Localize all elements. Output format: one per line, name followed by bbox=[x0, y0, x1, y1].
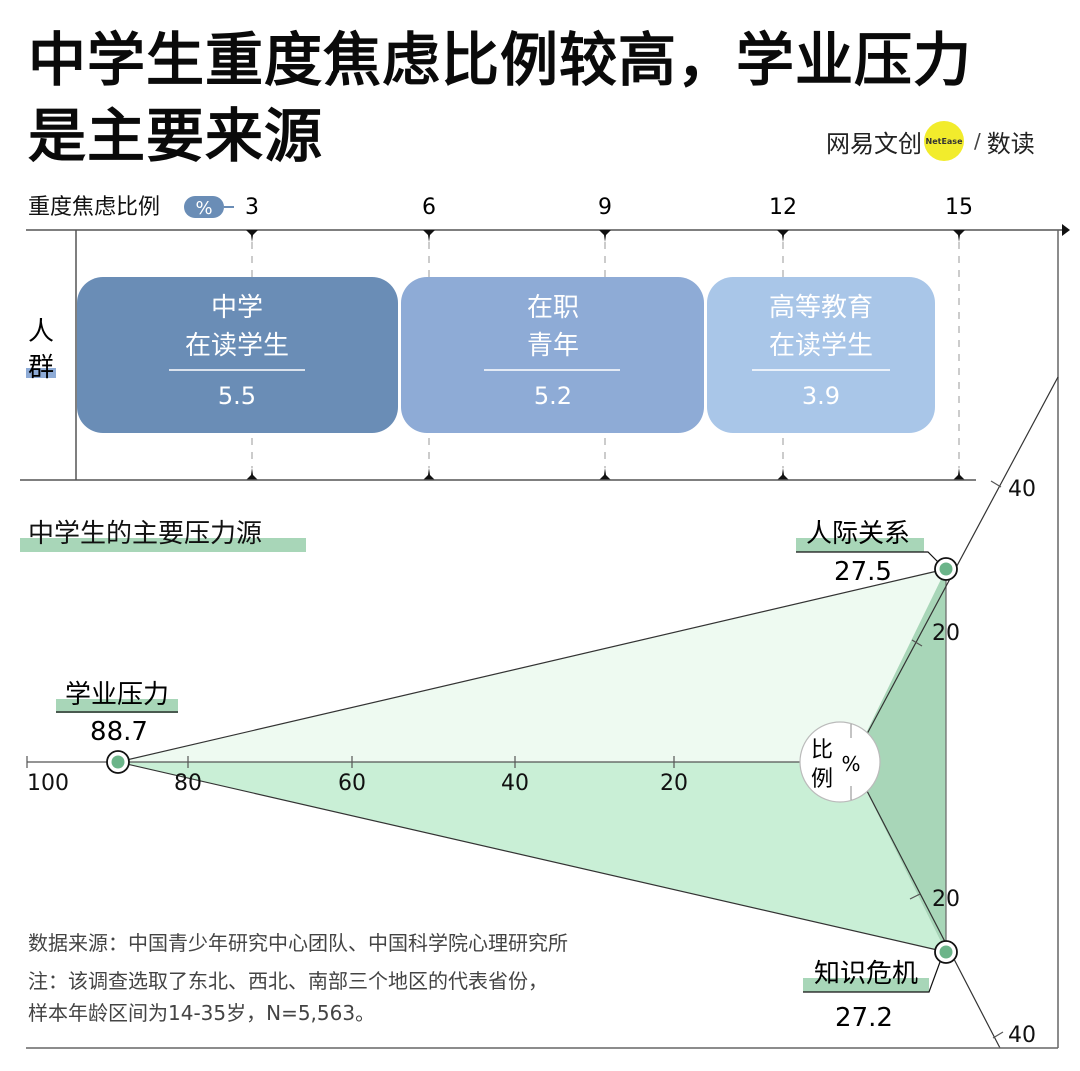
bar-item-university-students: 高等教育 在读学生 3.9 bbox=[707, 277, 935, 433]
svg-text:在读学生: 在读学生 bbox=[185, 331, 289, 361]
svg-text:27.5: 27.5 bbox=[834, 557, 892, 587]
svg-text:人际关系: 人际关系 bbox=[806, 519, 910, 549]
bar-chart: 重度焦虑比例 % 3 6 9 12 15 bbox=[20, 195, 1070, 1048]
svg-text:60: 60 bbox=[338, 771, 366, 796]
svg-text:高等教育: 高等教育 bbox=[769, 293, 873, 323]
svg-text:100: 100 bbox=[27, 771, 69, 796]
svg-text:在读学生: 在读学生 bbox=[769, 331, 873, 361]
radar-point-interpersonal: 人际关系 27.5 bbox=[796, 519, 958, 587]
svg-text:3: 3 bbox=[245, 195, 259, 220]
svg-text:80: 80 bbox=[174, 771, 202, 796]
svg-text:例: 例 bbox=[811, 767, 833, 792]
svg-text:知识危机: 知识危机 bbox=[814, 959, 918, 989]
title-line-1: 中学生重度焦虑比例较高，学业压力 bbox=[28, 26, 973, 94]
bar-item-middle-school: 中学 在读学生 5.5 bbox=[77, 277, 398, 433]
bar-value: 3.9 bbox=[802, 382, 840, 410]
bar-value: 5.5 bbox=[218, 382, 256, 410]
source-text: 数据来源：中国青少年研究中心团队、中国科学院心理研究所 bbox=[28, 931, 568, 955]
y-label-1: 人 bbox=[28, 317, 54, 347]
note-text-1: 注：该调查选取了东北、西北、南部三个地区的代表省份， bbox=[28, 969, 548, 993]
svg-text:40: 40 bbox=[1008, 477, 1036, 502]
netease-badge-icon: NetEase bbox=[924, 121, 964, 161]
svg-text:12: 12 bbox=[769, 195, 797, 220]
svg-text:20: 20 bbox=[932, 621, 960, 646]
radar-x-ticks: 100 80 60 40 20 20 40 20 40 bbox=[27, 477, 1036, 1048]
svg-text:%: % bbox=[841, 752, 860, 776]
radar-point-academic: 学业压力 88.7 bbox=[56, 680, 178, 774]
svg-text:6: 6 bbox=[422, 195, 436, 220]
radar-chart: 中学生的主要压力源 100 80 bbox=[20, 376, 1059, 1049]
axis-arrow-icon bbox=[1062, 224, 1070, 236]
svg-text:20: 20 bbox=[660, 771, 688, 796]
unit-badge-text: % bbox=[195, 198, 212, 219]
footer: 数据来源：中国青少年研究中心团队、中国科学院心理研究所 注：该调查选取了东北、西… bbox=[28, 931, 568, 1025]
svg-text:40: 40 bbox=[1008, 1023, 1036, 1048]
y-label-2: 群 bbox=[28, 353, 54, 383]
radar-fill-right bbox=[852, 569, 946, 952]
svg-text:27.2: 27.2 bbox=[835, 1003, 893, 1033]
bar-axis-label: 重度焦虑比例 bbox=[28, 195, 160, 220]
bar-value: 5.2 bbox=[534, 382, 572, 410]
radar-section-title: 中学生的主要压力源 bbox=[28, 519, 262, 549]
svg-text:20: 20 bbox=[932, 887, 960, 912]
brand-slash: / bbox=[974, 129, 981, 153]
bar-item-working-youth: 在职 青年 5.2 bbox=[401, 277, 704, 433]
bar-x-ticks: 3 6 9 12 15 bbox=[245, 195, 973, 220]
svg-text:学业压力: 学业压力 bbox=[65, 680, 169, 710]
title-line-2: 是主要来源 bbox=[28, 102, 324, 170]
svg-text:88.7: 88.7 bbox=[90, 717, 148, 747]
svg-text:9: 9 bbox=[598, 195, 612, 220]
axis-knowledge bbox=[851, 761, 1001, 1049]
svg-text:15: 15 bbox=[945, 195, 973, 220]
brand-sub: 数读 bbox=[986, 129, 1035, 158]
unit-badge bbox=[184, 196, 224, 218]
svg-text:在职: 在职 bbox=[527, 293, 579, 323]
radar-point-knowledge: 知识危机 27.2 bbox=[803, 940, 958, 1033]
note-text-2: 样本年龄区间为14-35岁，N=5,563。 bbox=[28, 1001, 375, 1025]
svg-text:青年: 青年 bbox=[527, 331, 579, 361]
svg-text:中学: 中学 bbox=[211, 293, 263, 323]
svg-text:40: 40 bbox=[501, 771, 529, 796]
brand-logo: 网易文创 NetEase / 数读 bbox=[826, 118, 1035, 164]
radar-center-unit: 比 例 % bbox=[799, 721, 881, 803]
page-title: 中学生重度焦虑比例较高，学业压力 是主要来源 bbox=[28, 22, 1068, 174]
svg-text:比: 比 bbox=[811, 738, 833, 763]
brand-name: 网易文创 bbox=[826, 129, 922, 158]
